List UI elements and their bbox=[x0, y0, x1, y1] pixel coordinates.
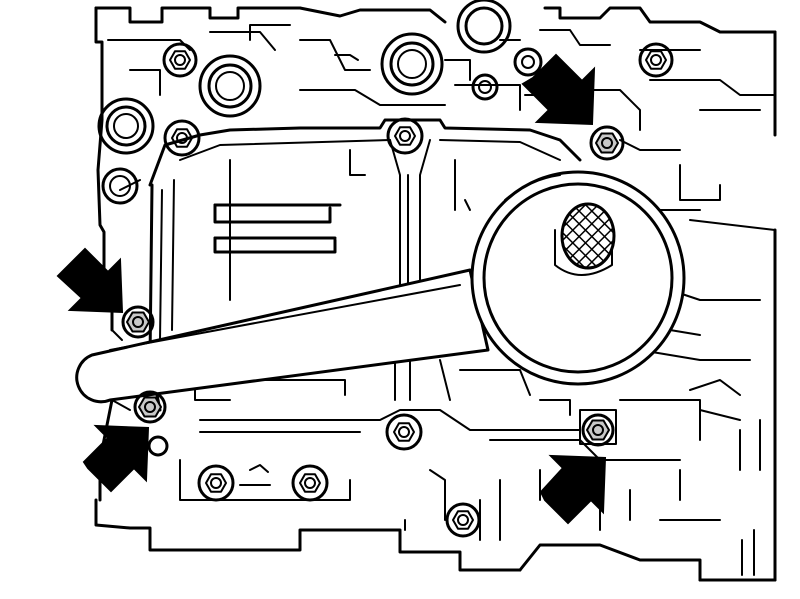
filter-wrench bbox=[75, 170, 686, 404]
hex-bolt-icon bbox=[291, 464, 329, 502]
hex-bolt-icon bbox=[638, 42, 674, 78]
down-right-arrow-icon bbox=[521, 53, 596, 126]
hex-bolt-icon bbox=[386, 117, 424, 155]
up-right-arrow-icon bbox=[539, 454, 607, 525]
hex-bolt-icon bbox=[162, 42, 198, 78]
washer-ring-icon bbox=[456, 0, 512, 54]
highlighted-bolt bbox=[121, 305, 155, 339]
highlighted-bolt bbox=[579, 409, 617, 447]
washer-ring-icon bbox=[380, 32, 444, 96]
highlighted-bolts bbox=[121, 125, 625, 447]
lower-block-details bbox=[111, 179, 721, 541]
mesh-strainer-icon bbox=[560, 202, 616, 270]
hex-bolt-icon bbox=[163, 119, 201, 157]
hex-bolt-icon bbox=[147, 435, 169, 457]
washer-ring-icon bbox=[101, 167, 139, 205]
hex-bolt-icon bbox=[513, 47, 543, 77]
plain-bolts bbox=[147, 42, 674, 538]
washer-ring-icon bbox=[198, 54, 262, 118]
hex-bolt-icon bbox=[197, 464, 235, 502]
indicator-arrows bbox=[56, 53, 607, 525]
down-right-arrow-icon bbox=[56, 247, 124, 314]
hex-bolt-icon bbox=[445, 502, 481, 538]
upper-block-details bbox=[107, 24, 776, 131]
washer-ring-icon bbox=[471, 73, 499, 101]
up-right-arrow-icon bbox=[82, 424, 150, 493]
highlighted-bolt bbox=[589, 125, 625, 161]
boss-rings bbox=[97, 0, 512, 205]
hex-bolt-icon bbox=[385, 413, 423, 451]
washer-ring-icon bbox=[97, 97, 155, 155]
highlighted-bolt bbox=[133, 390, 167, 424]
